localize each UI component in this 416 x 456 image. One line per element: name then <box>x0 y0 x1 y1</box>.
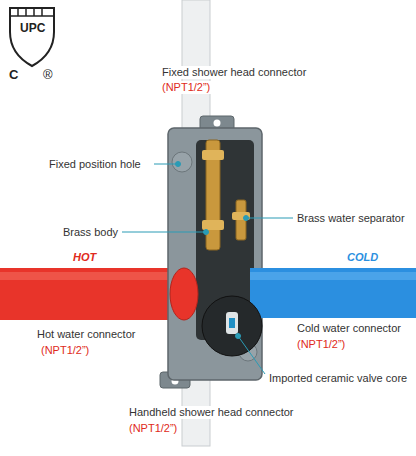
part-label: Handheld shower head connector <box>128 406 295 419</box>
part-label: Brass water separator <box>296 212 406 225</box>
pipe-label: HOT <box>72 251 97 264</box>
valve-housing <box>168 128 262 380</box>
thread-size: (NPT1/2”) <box>128 422 178 435</box>
thread-size: (NPT1/2”) <box>40 344 90 357</box>
thread-size: (NPT1/2”) <box>161 81 211 94</box>
hot-pipe <box>0 268 190 320</box>
part-label: Cold water connector <box>296 322 402 335</box>
part-label: Hot water connector <box>36 328 136 341</box>
thread-size: (NPT1/2”) <box>296 338 346 351</box>
leader-lines <box>122 162 293 375</box>
part-label: Brass body <box>62 226 119 239</box>
part-label: Fixed position hole <box>48 158 142 171</box>
cold-pipe <box>250 268 416 318</box>
upc-logo <box>10 8 54 66</box>
pipe-label: COLD <box>346 251 379 264</box>
logo-text: ® <box>42 68 54 81</box>
logo-text: C <box>8 68 19 81</box>
part-label: Fixed shower head connector <box>161 66 307 79</box>
part-label: Imported ceramic valve core <box>268 372 408 385</box>
logo-text: UPC <box>19 22 46 35</box>
valve-core <box>202 296 262 356</box>
